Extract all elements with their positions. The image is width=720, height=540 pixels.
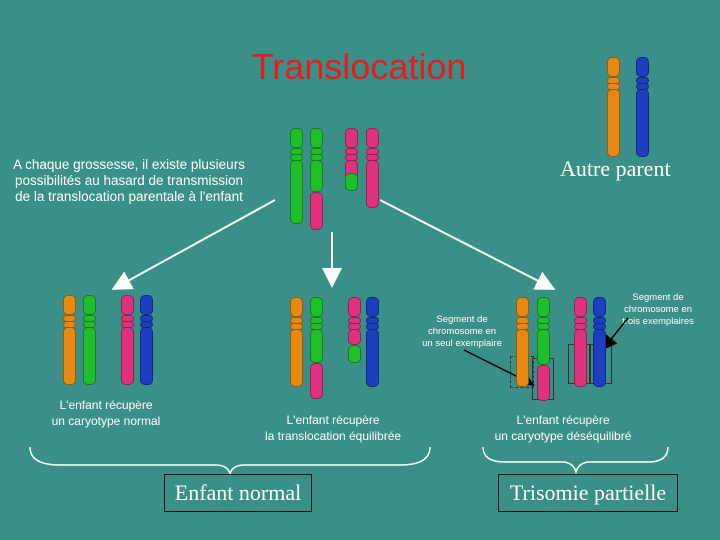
group-label-partial-trisomy: Trisomie partielle [498, 474, 678, 512]
chromosome-arm [537, 329, 550, 365]
chromosome-arm [516, 329, 529, 387]
pointer-triple-segment [602, 317, 629, 351]
chromosome-arm [290, 160, 303, 224]
chromosome-arm [593, 297, 606, 317]
chromosome-arm [607, 89, 620, 157]
chromosome-arm [537, 297, 550, 317]
chromosome-arm [290, 297, 303, 317]
chromosome-arm [140, 327, 153, 385]
chromosome-arm [607, 57, 620, 77]
chromosome-arm [366, 329, 379, 387]
chromosome-arm [348, 345, 361, 363]
chromosome-arm [63, 295, 76, 315]
chromosome-arm [574, 329, 587, 387]
chromosome-arm [290, 329, 303, 387]
chromosome-arm [83, 327, 96, 385]
chromosome-arm [366, 297, 379, 317]
chromosome-arm [121, 327, 134, 385]
chromosome-arm [516, 297, 529, 317]
chromosome-arm [83, 295, 96, 315]
chromosome-arm [310, 297, 323, 317]
chromosome-arm [310, 363, 323, 399]
brace-normal-group [29, 446, 431, 475]
chromosome-arm [140, 295, 153, 315]
arrow-to-normal [111, 199, 276, 290]
outcome-caption-balanced: L'enfant récupère la translocation équil… [264, 413, 402, 443]
chromosome-arm [636, 57, 649, 77]
chromosome-arm [348, 329, 361, 345]
parent-translocated-green-segment [345, 173, 358, 191]
segment-triple-label: Segment de chromosome en trois exemplair… [622, 292, 694, 327]
brace-trisomy-group [482, 446, 669, 475]
page-title: Translocation [0, 46, 720, 88]
chromosome-arm [366, 160, 379, 208]
chromosome-arm [121, 295, 134, 315]
chromosome-arm [310, 160, 323, 192]
chromosome-arm [310, 192, 323, 230]
group-label-normal: Enfant normal [164, 474, 312, 512]
chromosome-arm [593, 329, 606, 387]
segment-single-label: Segment de chromosome en un seul exempla… [422, 314, 502, 349]
intro-text: A chaque grossesse, il existe plusieurs … [13, 157, 245, 204]
chromosome-arm [310, 329, 323, 363]
outcome-caption-unbalanced: L'enfant récupère un caryotype déséquili… [494, 413, 632, 443]
chromosome-arm [63, 327, 76, 385]
outcome-caption-normal: L'enfant récupère un caryotype normal [51, 398, 161, 428]
title-text: Translocation [251, 46, 467, 87]
chromosome-arm [574, 297, 587, 317]
chromosome-arm [290, 128, 303, 148]
chromosome-arm [310, 128, 323, 148]
chromosome-arm [366, 128, 379, 148]
chromosome-arm [636, 89, 649, 157]
chromosome-arm [348, 297, 361, 317]
chromosome-arm [345, 128, 358, 148]
arrow-to-unbalanced [379, 199, 556, 290]
chromosome-arm [537, 365, 550, 401]
other-parent-label: Autre parent [560, 156, 671, 181]
